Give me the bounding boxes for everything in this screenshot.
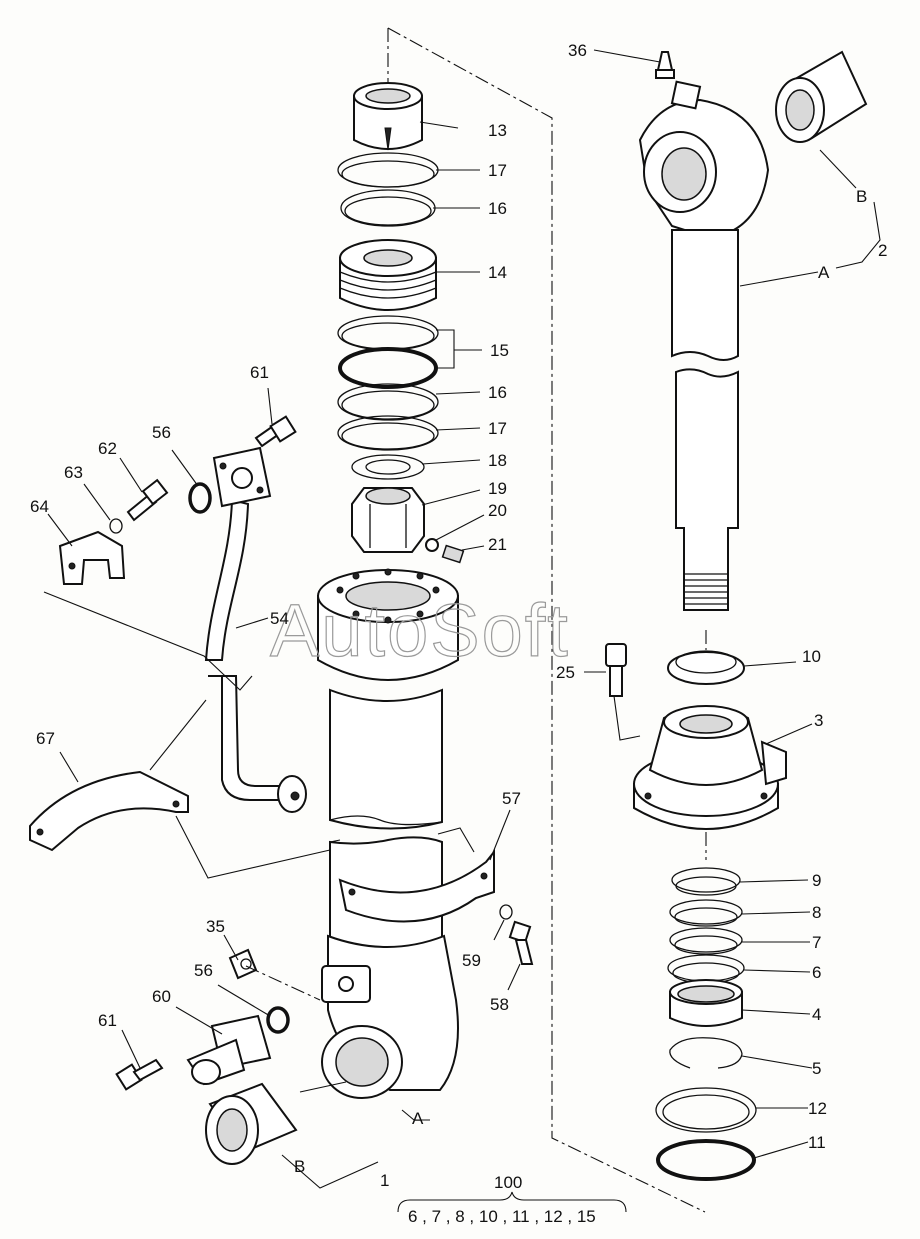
washer-18 <box>351 454 425 480</box>
ring-16-bottom <box>337 383 439 421</box>
rod-group-frame <box>387 27 706 1213</box>
callout-11: 11 <box>808 1133 826 1152</box>
callout-67: 67 <box>36 729 55 748</box>
callout-12: 12 <box>808 1099 827 1118</box>
bolt-25 <box>605 643 627 697</box>
hose-54 <box>204 498 307 813</box>
kit-bracket <box>397 1191 627 1213</box>
cap-bushing-13 <box>353 82 423 151</box>
ring-8 <box>669 899 743 927</box>
callout-59: 59 <box>462 951 481 970</box>
callout-54: 54 <box>270 609 289 628</box>
callout-63: 63 <box>64 463 83 482</box>
ring-9 <box>671 867 741 896</box>
callout-8: 8 <box>812 903 821 922</box>
callout-1: 1 <box>380 1171 389 1190</box>
piston-rod-upper <box>671 229 739 361</box>
set-screw-21 <box>441 544 465 564</box>
callout-13: 13 <box>488 121 507 140</box>
backup-ring-12 <box>655 1087 757 1133</box>
callout-64: 64 <box>30 497 49 516</box>
callout-62: 62 <box>98 439 117 458</box>
callout-58: 58 <box>490 995 509 1014</box>
cylinder-head-flange <box>317 568 459 681</box>
callout-15: 15 <box>490 341 509 360</box>
callout-57: 57 <box>502 789 521 808</box>
flange-fitting-top <box>212 446 272 508</box>
callout-36: 36 <box>568 41 587 60</box>
clamp-57 <box>338 849 495 923</box>
kit-parts-list: 6 , 7 , 8 , 10 , 11 , 12 , 15 <box>408 1207 596 1226</box>
washer-59 <box>499 904 513 920</box>
ball-20 <box>425 538 439 552</box>
o-ring-11 <box>656 1139 756 1181</box>
snap-ring-5 <box>669 1037 743 1069</box>
callout-2: 2 <box>878 241 887 260</box>
ring-17-top <box>337 152 439 188</box>
callout-20: 20 <box>488 501 507 520</box>
callout-16: 16 <box>488 199 507 218</box>
rod-eye <box>638 80 770 240</box>
o-ring-56-bottom <box>266 1006 290 1034</box>
callout-b-lower: B <box>294 1157 305 1176</box>
cylinder-head-3 <box>633 705 787 830</box>
bolt-58 <box>508 920 534 965</box>
bolt-61-bottom <box>115 1058 164 1091</box>
clamp-67 <box>29 770 189 852</box>
ring-6 <box>667 954 745 984</box>
callout-56: 56 <box>152 423 171 442</box>
seal-kit-15 <box>337 315 439 389</box>
callout-b-upper: B <box>856 187 867 206</box>
callout-10: 10 <box>802 647 821 666</box>
callout-17: 17 <box>488 161 507 180</box>
ring-7 <box>669 927 743 955</box>
grease-nipple-36 <box>655 51 675 79</box>
breather-35 <box>228 948 258 980</box>
callout-9: 9 <box>812 871 821 890</box>
callout-a-upper: A <box>818 263 830 282</box>
bushing-b-upper <box>775 50 868 143</box>
washer-63 <box>109 518 123 534</box>
bolt-61-top <box>254 415 297 448</box>
callout-14: 14 <box>488 263 507 282</box>
bushing-b-lower <box>205 1082 298 1165</box>
fitting-60 <box>186 1014 272 1086</box>
cylinder-tube-upper <box>329 688 443 830</box>
callout-labels: 13 17 16 14 15 16 17 18 19 20 21 61 56 6… <box>30 41 887 1190</box>
clamp-64 <box>58 530 126 585</box>
callout-7: 7 <box>812 933 821 952</box>
nut-19 <box>351 487 425 553</box>
callout-a-lower: A <box>412 1109 424 1128</box>
callout-4: 4 <box>812 1005 821 1024</box>
seal-10 <box>667 650 745 685</box>
ring-16-top <box>340 189 436 227</box>
cylinder-bottom-eye <box>321 934 459 1099</box>
callout-6: 6 <box>812 963 821 982</box>
callout-25: 25 <box>556 663 575 682</box>
watermark: AutoSoft <box>270 589 570 672</box>
callout-18: 18 <box>488 451 507 470</box>
callout-61: 61 <box>98 1011 117 1030</box>
callout-56: 56 <box>194 961 213 980</box>
callout-60: 60 <box>152 987 171 1006</box>
kit-number: 100 <box>494 1173 522 1192</box>
callout-61: 61 <box>250 363 269 382</box>
ring-17-bottom <box>337 415 439 451</box>
bushing-4 <box>669 979 743 1027</box>
callout-16: 16 <box>488 383 507 402</box>
callout-17: 17 <box>488 419 507 438</box>
callout-21: 21 <box>488 535 507 554</box>
callout-3: 3 <box>814 711 823 730</box>
piston-14 <box>339 239 437 311</box>
piston-rod-lower <box>675 368 739 611</box>
callout-19: 19 <box>488 479 507 498</box>
leader-lines <box>43 49 881 1189</box>
callout-5: 5 <box>812 1059 821 1078</box>
callout-35: 35 <box>206 917 225 936</box>
o-ring-56-top <box>188 482 212 514</box>
bolt-62 <box>126 478 169 522</box>
